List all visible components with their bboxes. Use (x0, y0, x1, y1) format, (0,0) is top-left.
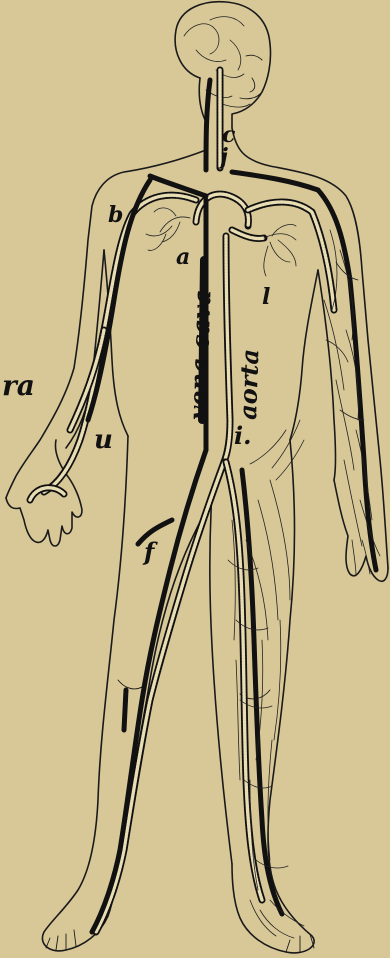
arteries (30, 70, 334, 932)
label-ra: ra (2, 369, 35, 402)
label-f: f (142, 537, 158, 566)
label-vena-cava: vena cava (183, 289, 217, 420)
label-aorta: aorta (233, 348, 264, 420)
label-b: b (108, 202, 123, 228)
lung-capillaries (146, 208, 296, 276)
label-i: i. (234, 421, 251, 450)
label-a: a (176, 244, 190, 270)
label-u: u (94, 425, 113, 455)
label-l: l (262, 284, 270, 310)
